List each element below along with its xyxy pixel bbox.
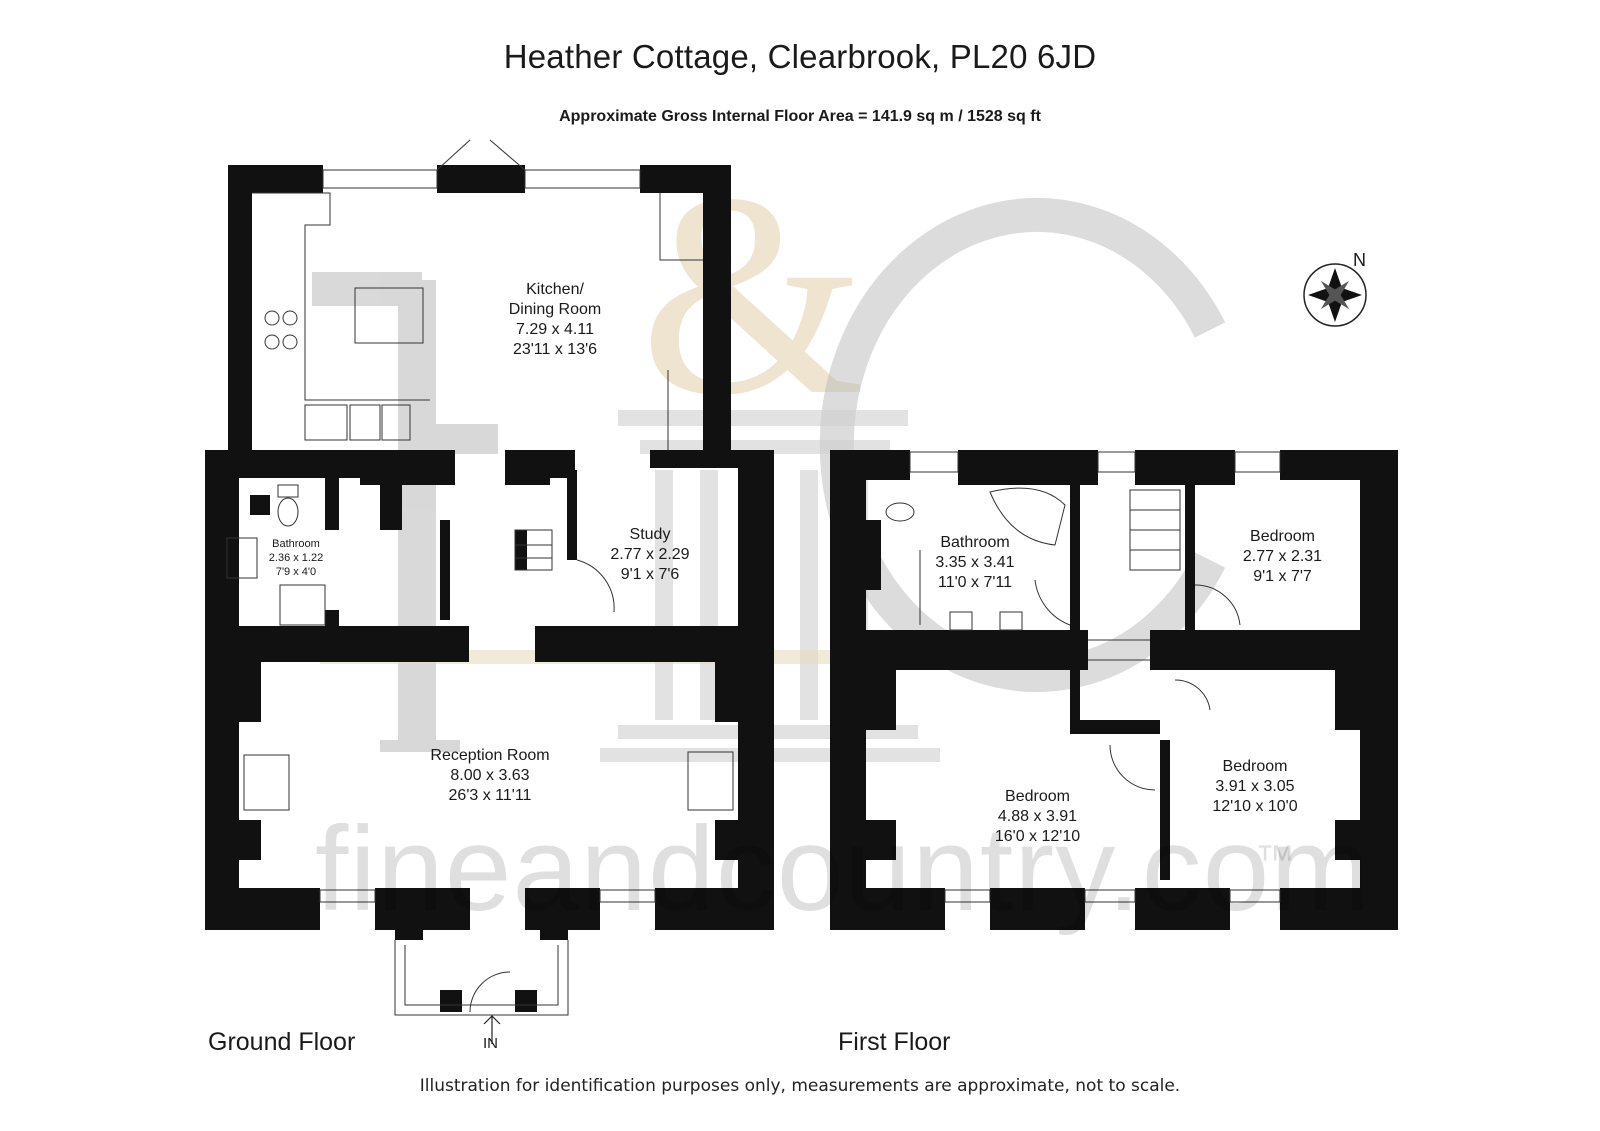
ground-floor-plan [205,165,774,1012]
ground-floor-label: Ground Floor [208,1028,356,1056]
ff-wall-left [830,450,866,930]
compass-rose [1303,263,1367,327]
first-floor-plan [830,450,1398,930]
page-title: Heather Cottage, Clearbrook, PL20 6JD [503,38,1097,75]
watermark-tm: ™ [1255,838,1295,882]
kitchen-wall-left [228,165,252,455]
porch-wall-left [395,888,423,940]
main-wall-bottom-left [205,888,320,930]
room-bedroom-se: Bedroom 3.91 x 3.05 12'10 x 10'0 [1212,758,1298,815]
ff-wall-right [1360,450,1398,930]
ground-floor-lines [226,139,734,1016]
kitchen-wall-top-mid [437,165,525,193]
first-floor-label: First Floor [838,1028,951,1056]
room-kitchen-dining: Kitchen/ Dining Room 7.29 x 4.11 23'11 x… [508,281,602,358]
room-reception: Reception Room 8.00 x 3.63 26'3 x 11'11 [430,747,550,804]
watermark-text: fineandcountry.com [315,802,1372,936]
kitchen-wall-top-left [228,165,323,193]
disclaimer: Illustration for identification purposes… [419,1076,1181,1096]
room-bedroom-ne: Bedroom 2.77 x 2.31 9'1 x 7'7 [1242,528,1323,585]
dividing-wall [239,626,469,662]
entrance-arrow-icon [483,1015,501,1044]
kitchen-wall-top-right [640,165,731,193]
main-wall-right [738,450,774,930]
room-first-bathroom: Bathroom 3.35 x 3.41 11'0 x 7'11 [935,534,1015,591]
room-study: Study 2.77 x 2.29 9'1 x 7'6 [610,526,690,583]
floor-area-summary: Approximate Gross Internal Floor Area = … [559,108,1041,125]
first-floor-lines [885,451,1281,903]
kitchen-wall-right [703,165,731,455]
compass-north-label: N [1353,250,1366,270]
main-wall-left [205,450,239,930]
entrance-label: IN [483,1035,498,1052]
room-bedroom-sw: Bedroom 4.88 x 3.91 16'0 x 12'10 [994,788,1081,845]
room-ground-bathroom: Bathroom 2.36 x 1.22 7'9 x 4'0 [268,538,324,578]
